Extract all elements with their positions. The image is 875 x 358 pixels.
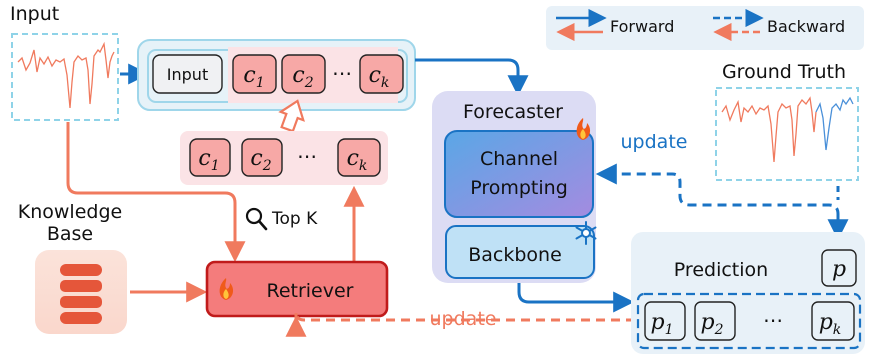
candidate-chip-1-sub: 1	[256, 75, 265, 91]
fire-icon	[576, 118, 591, 140]
retriever-box: Retriever	[205, 260, 389, 318]
knowledge-base-line1: Knowledge	[18, 201, 122, 223]
retrieved-chip-1-sub: 1	[211, 158, 220, 174]
legend-backward: Backward	[767, 17, 845, 36]
prediction-chip-2-sub: 2	[714, 322, 724, 338]
database-icon	[35, 250, 127, 334]
candidate-chip-2-base: c	[292, 63, 304, 88]
candidate-chip-k-base: c	[369, 63, 381, 88]
prediction-chip-1-sub: 1	[665, 322, 674, 338]
retrieved-candidates: c1 c2 ⋯ ck	[180, 131, 388, 185]
ground-truth-title: Ground Truth	[722, 61, 846, 83]
snowflake-icon	[575, 221, 597, 245]
retrieved-chip-1: c1	[189, 138, 231, 177]
legend-forward: Forward	[610, 17, 674, 36]
svg-text:c2: c2	[250, 146, 271, 174]
candidate-chip-2: c2	[281, 54, 326, 94]
insert-arrow	[278, 99, 305, 133]
top-k-label: Top K	[271, 209, 318, 229]
retrieved-chip-k-sub: k	[359, 158, 367, 174]
prediction-chip-k: pk	[811, 301, 855, 341]
channel-prompting-line1: Channel	[480, 148, 558, 170]
candidate-chip-k: ck	[359, 54, 404, 94]
update-red-label: update	[430, 308, 497, 330]
input-chip: Input	[152, 54, 223, 94]
candidate-chip-2-sub: 2	[304, 75, 314, 91]
candidate-chip-1: c1	[232, 54, 277, 94]
input-title: Input	[10, 3, 59, 25]
retrieved-chip-k-base: c	[347, 146, 359, 171]
prediction-chip-1: p1	[644, 301, 686, 341]
retrieved-chip-2: c2	[241, 138, 283, 177]
input-to-retriever-arrow	[66, 122, 246, 263]
svg-text:pk: pk	[819, 310, 842, 338]
svg-text:p1: p1	[650, 310, 673, 338]
prediction-set-frame	[636, 292, 862, 350]
prediction-chip-1-base: p	[650, 310, 664, 335]
retrieved-chip-k: ck	[337, 138, 381, 177]
svg-text:ck: ck	[347, 146, 368, 174]
svg-text:c1: c1	[243, 63, 264, 91]
prediction-single-label: p	[832, 257, 846, 282]
prediction-chip-2: p2	[694, 301, 736, 341]
channel-prompting-line2: Prompting	[470, 177, 568, 199]
svg-text:c1: c1	[198, 146, 219, 174]
prediction-chip-k-sub: k	[833, 322, 841, 338]
knowledge-base-line2: Base	[47, 223, 93, 245]
prediction-ellipsis: ⋯	[763, 308, 783, 332]
retrieved-chip-2-base: c	[250, 146, 262, 171]
panel-to-forecaster-arrow	[415, 58, 529, 97]
retrieved-chip-1-base: c	[198, 146, 210, 171]
candidate-chip-1-base: c	[243, 63, 255, 88]
fire-icon	[219, 278, 234, 300]
backbone-label: Backbone	[468, 244, 562, 266]
update-forecaster-path	[595, 163, 840, 232]
candidate-row-ellipsis: ⋯	[332, 61, 352, 85]
ground-truth-chart	[715, 87, 859, 181]
search-icon	[245, 207, 268, 231]
retrieved-ellipsis: ⋯	[297, 144, 317, 168]
svg-text:c2: c2	[292, 63, 313, 91]
input-series-chart	[11, 33, 119, 121]
prediction-chip-2-base: p	[700, 310, 714, 335]
prediction-panel: Prediction p p1 p2 ⋯ pk	[631, 232, 865, 354]
forecaster-title: Forecaster	[463, 101, 563, 123]
prediction-chip-k-base: p	[819, 310, 833, 335]
legend: Forward Backward	[546, 6, 864, 50]
update-blue-label: update	[621, 131, 688, 153]
prediction-single-chip: p	[821, 249, 857, 287]
channel-prompting-box: Channel Prompting	[444, 130, 594, 218]
input-chip-label: Input	[167, 65, 208, 84]
svg-text:p2: p2	[700, 310, 723, 338]
candidate-chip-k-sub: k	[381, 75, 389, 91]
prediction-title: Prediction	[674, 259, 768, 281]
backbone-box: Backbone	[445, 225, 595, 279]
retriever-label: Retriever	[266, 280, 353, 302]
svg-text:ck: ck	[369, 63, 390, 91]
retrieved-chip-2-sub: 2	[262, 158, 272, 174]
backbone-to-prediction-arrow	[517, 283, 635, 313]
